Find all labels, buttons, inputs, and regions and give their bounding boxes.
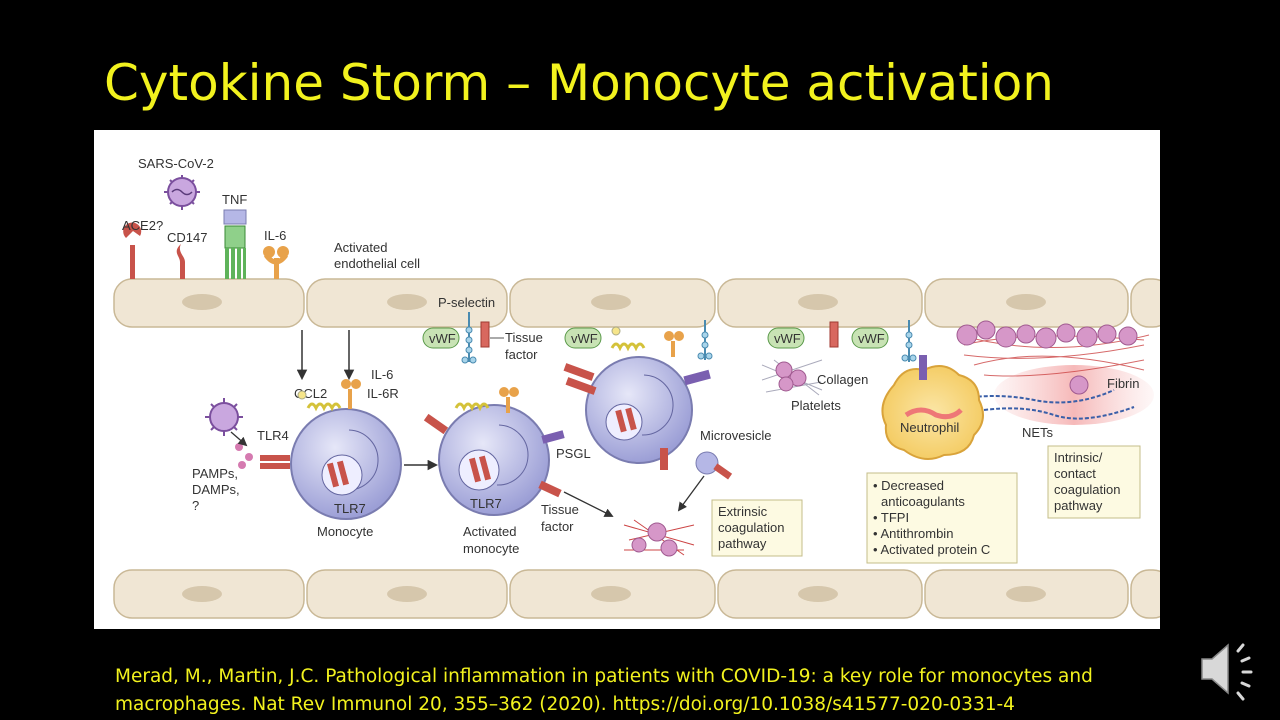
- top-endothelium: [113, 278, 1160, 328]
- extrinsic-line-1: Extrinsic: [718, 504, 768, 519]
- label-ace2: ACE2?: [122, 218, 163, 233]
- endothelial-cell: [1130, 569, 1160, 619]
- neutrophil-icon: [881, 355, 984, 460]
- label-fibrin: Fibrin: [1107, 376, 1140, 391]
- label-vwf-3: vWF: [774, 331, 801, 346]
- label-tlr7-2: TLR7: [470, 496, 502, 511]
- sars-cov-2-virus-icon: [164, 175, 200, 210]
- slide-title: Cytokine Storm – Monocyte activation: [104, 54, 1054, 112]
- intrinsic-line-1: Intrinsic/: [1054, 450, 1103, 465]
- label-il-6-top: IL-6: [264, 228, 286, 243]
- intrinsic-line-3: coagulation: [1054, 482, 1121, 497]
- label-damps: DAMPs,: [192, 482, 240, 497]
- intrinsic-line-4: pathway: [1054, 498, 1103, 513]
- decreased-anticoagulants-box: • Decreased anticoagulants • TFPI • Anti…: [866, 472, 1018, 564]
- label-endothelial-cell: endothelial cell: [334, 256, 420, 271]
- clot-icon: [623, 519, 695, 557]
- citation-text: Merad, M., Martin, J.C. Pathological inf…: [115, 666, 1093, 715]
- label-tissue-2: Tissue: [541, 502, 579, 517]
- bottom-endothelium: [113, 569, 1160, 619]
- label-vwf-2: vWF: [571, 331, 598, 346]
- speaker-icon[interactable]: [1196, 637, 1264, 701]
- label-psgl: PSGL: [556, 446, 591, 461]
- endothelial-cell: [1130, 278, 1160, 328]
- extrinsic-line-2: coagulation: [718, 520, 785, 535]
- cd147-receptor-icon: [176, 244, 185, 279]
- label-tlr4: TLR4: [257, 428, 289, 443]
- extrinsic-coagulation-box: Extrinsic coagulation pathway: [711, 499, 803, 557]
- label-p-selectin: P-selectin: [438, 295, 495, 310]
- label-monocyte: Monocyte: [317, 524, 373, 539]
- decreased-line-2: anticoagulants: [881, 494, 965, 509]
- decreased-line-4: • Antithrombin: [873, 526, 953, 541]
- label-tlr7: TLR7: [334, 501, 366, 516]
- platelet-cluster: [956, 320, 1138, 395]
- monocyte-activation-diagram: SARS-CoV-2 ACE2? CD147 TNF IL-6 Activate…: [94, 130, 1160, 629]
- label-neutrophil: Neutrophil: [900, 420, 959, 435]
- label-microvesicle: Microvesicle: [700, 428, 772, 443]
- tnf-receptor-icon: [223, 209, 247, 279]
- label-platelets: Platelets: [791, 398, 841, 413]
- label-question: ?: [192, 498, 199, 513]
- extrinsic-line-3: pathway: [718, 536, 767, 551]
- decreased-line-5: • Activated protein C: [873, 542, 990, 557]
- decreased-line-1: • Decreased: [873, 478, 944, 493]
- decreased-line-3: • TFPI: [873, 510, 909, 525]
- label-pamps: PAMPs,: [192, 466, 238, 481]
- label-factor-2: factor: [541, 519, 574, 534]
- label-collagen: Collagen: [817, 372, 868, 387]
- label-tissue: Tissue: [505, 330, 543, 345]
- sars-cov-2-virus-icon-2: [205, 398, 243, 436]
- ace2-receptor-icon: [123, 222, 142, 279]
- monocyte-cell: [290, 408, 402, 520]
- label-il-6r: IL-6R: [367, 386, 399, 401]
- platelets-icon: [775, 361, 807, 392]
- label-vwf-4: vWF: [858, 331, 885, 346]
- label-nets: NETs: [1022, 425, 1054, 440]
- diagram-svg: SARS-CoV-2 ACE2? CD147 TNF IL-6 Activate…: [113, 156, 1160, 619]
- adhered-monocyte-cell: [563, 326, 711, 470]
- p-selectin-icon: [461, 312, 477, 364]
- label-activated-1: Activated: [463, 524, 516, 539]
- label-tnf: TNF: [222, 192, 247, 207]
- label-il-6: IL-6: [371, 367, 393, 382]
- label-activated-2: monocyte: [463, 541, 519, 556]
- label-factor: factor: [505, 347, 538, 362]
- il6-receptor-icon: [263, 246, 289, 279]
- label-activated: Activated: [334, 240, 387, 255]
- activated-monocyte-cell: [423, 387, 565, 516]
- intrinsic-coagulation-box: Intrinsic/ contact coagulation pathway: [1047, 445, 1141, 519]
- label-cd147: CD147: [167, 230, 207, 245]
- intrinsic-line-2: contact: [1054, 466, 1096, 481]
- label-sars-cov-2: SARS-CoV-2: [138, 156, 214, 171]
- label-vwf: vWF: [429, 331, 456, 346]
